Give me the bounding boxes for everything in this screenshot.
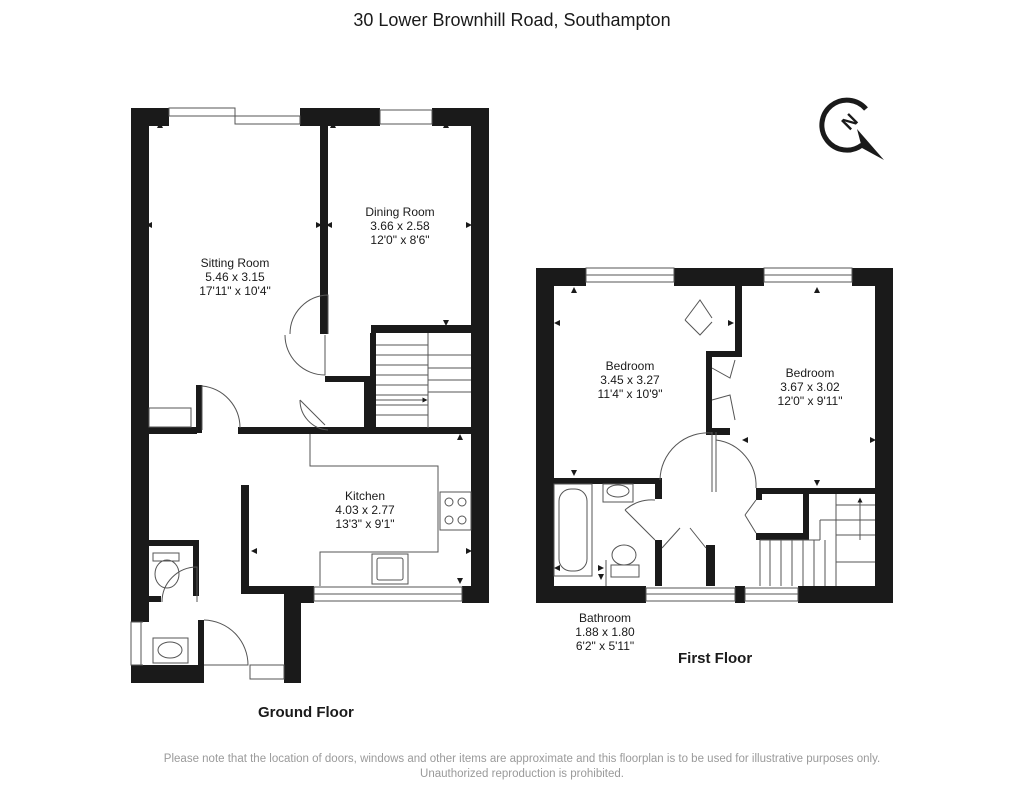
room-label-dining-room: Dining Room 3.66 x 2.58 12'0" x 8'6" [355,205,445,247]
room-label-bathroom: Bathroom 1.88 x 1.80 6'2" x 5'11" [560,611,650,653]
ground-floor-doors [131,294,329,666]
room-name: Kitchen [344,489,386,503]
first-floor-doors [624,299,757,549]
disclaimer-text: Please note that the location of doors, … [163,753,881,780]
ground-floor-stairs [376,333,471,428]
room-name: Dining Room [365,205,435,219]
first-floor-walls [536,268,893,603]
room-label-sitting-room: Sitting Room 5.46 x 3.15 17'11" x 10'4" [190,256,280,298]
room-imperial-size: 12'0" x 9'11" [777,394,843,408]
ground-floor-dimension-arrows [146,122,472,584]
room-imperial-size: 13'3" x 9'1" [335,517,395,531]
room-metric-size: 3.45 x 3.27 [600,373,660,387]
ground-floor-plan [130,107,489,683]
first-floor-fittings [553,483,640,586]
first-floor-plan [536,267,893,603]
room-imperial-size: 17'11" x 10'4" [199,284,271,298]
room-metric-size: 1.88 x 1.80 [575,625,635,639]
room-name: Sitting Room [200,256,270,270]
first-floor-stairs [759,494,875,586]
room-imperial-size: 12'0" x 8'6" [370,233,430,247]
ground-floor-fittings [148,407,472,664]
room-imperial-size: 11'4" x 10'9" [597,387,663,401]
ground-floor-walls [131,108,489,683]
room-label-bedroom-2: Bedroom 3.67 x 3.02 12'0" x 9'11" [765,366,855,408]
room-name: Bedroom [785,366,835,380]
room-label-bedroom-1: Bedroom 3.45 x 3.27 11'4" x 10'9" [585,359,675,401]
room-metric-size: 3.66 x 2.58 [370,219,430,233]
first-floor-dimension-arrows [554,287,876,580]
north-compass-icon: N [819,97,884,160]
ground-floor-windows [130,107,463,680]
room-metric-size: 3.67 x 3.02 [780,380,840,394]
first-floor-windows [585,267,853,602]
room-metric-size: 5.46 x 3.15 [205,270,265,284]
room-name: Bedroom [605,359,655,373]
first-floor-title: First Floor [678,650,753,667]
room-metric-size: 4.03 x 2.77 [335,503,395,517]
room-imperial-size: 6'2" x 5'11" [575,639,635,653]
page-title: 30 Lower Brownhill Road, Southampton [353,10,671,30]
ground-floor-title: Ground Floor [258,704,354,721]
room-label-kitchen: Kitchen 4.03 x 2.77 13'3" x 9'1" [320,489,410,531]
room-name: Bathroom [578,611,632,625]
compass-label: N [838,110,863,135]
